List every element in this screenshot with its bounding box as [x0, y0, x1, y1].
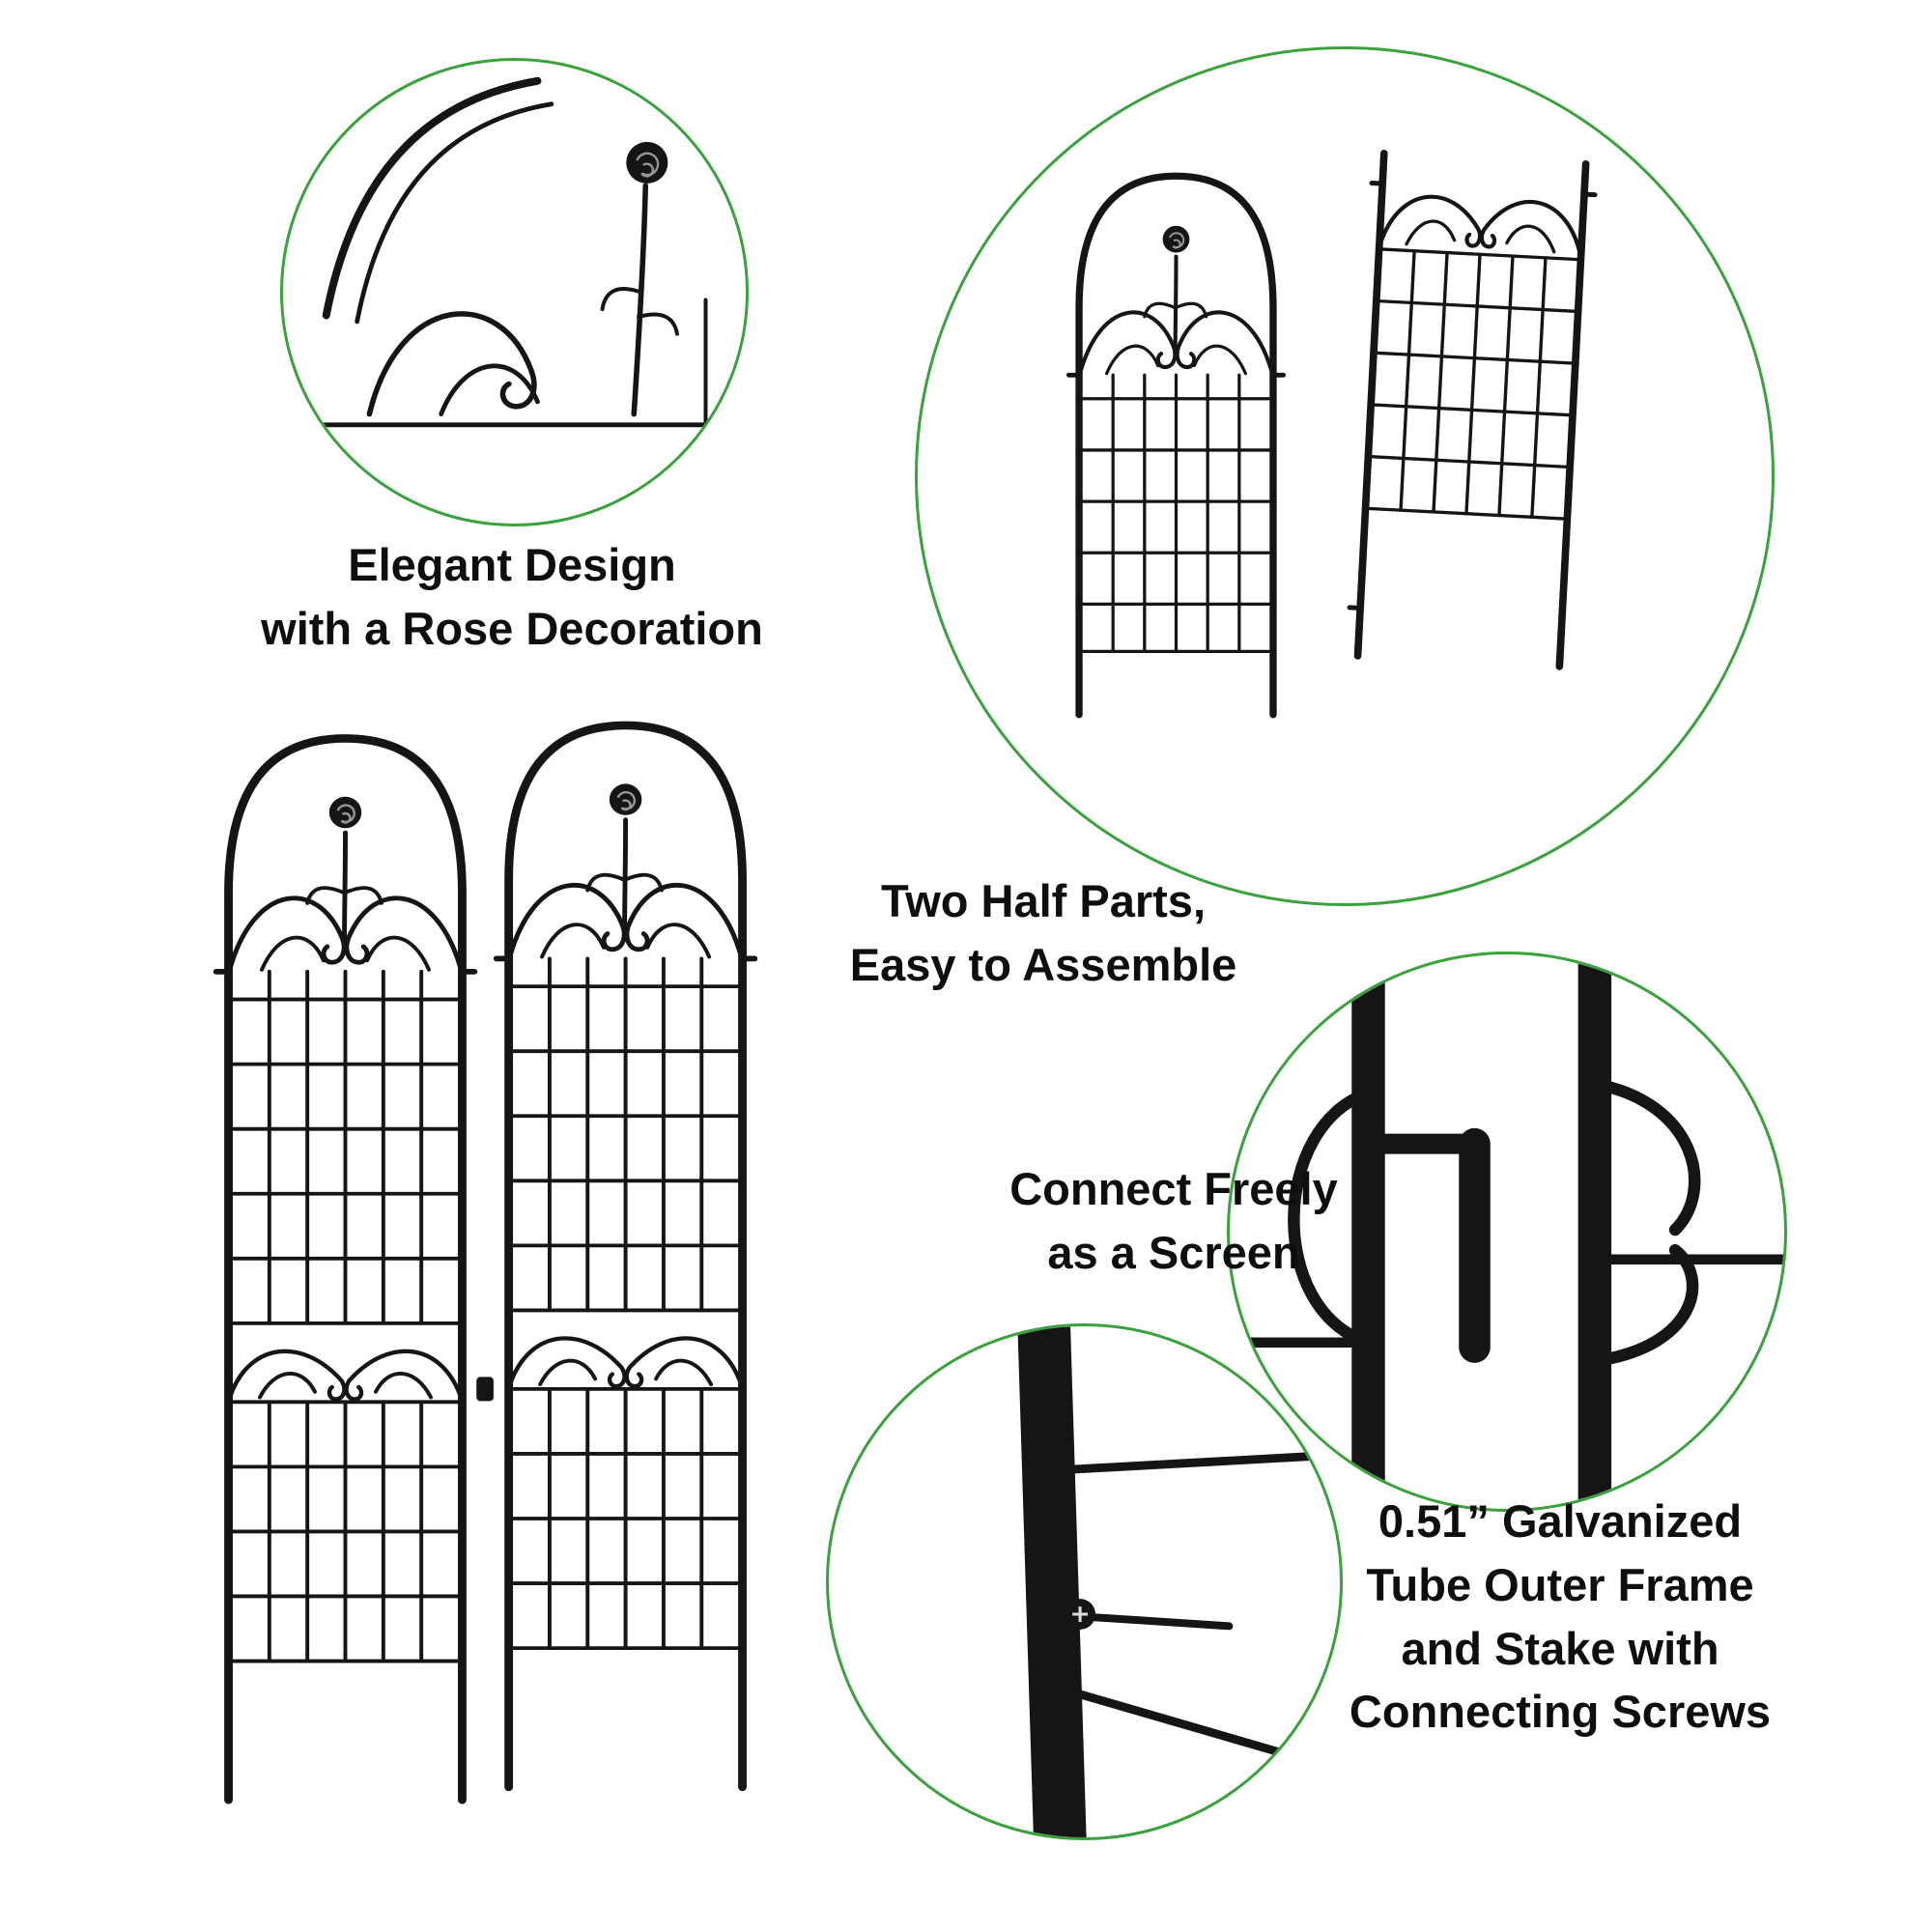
lower-half-drawing	[1332, 128, 1609, 732]
lower-half-figure	[1332, 128, 1609, 732]
connect-detail-callout	[1227, 952, 1787, 1512]
caption-line: Connecting Screws	[1349, 1686, 1772, 1738]
upper-half-drawing	[1058, 138, 1294, 723]
caption-two-halves: Two Half Parts, Easy to Assemble	[773, 869, 1314, 997]
double-trellis-drawing	[203, 681, 773, 1893]
caption-line: Easy to Assemble	[849, 938, 1237, 990]
caption-line: 0.51” Galvanized	[1378, 1495, 1743, 1547]
caption-line: Two Half Parts,	[880, 875, 1207, 926]
upper-half-figure	[1058, 138, 1294, 723]
rose-detail-callout	[280, 58, 749, 526]
rose-decoration-close-up-drawing	[283, 61, 746, 524]
caption-galvanized-tube: 0.51” Galvanized Tube Outer Frame and St…	[1285, 1490, 1835, 1744]
two-halves-callout	[915, 46, 1775, 906]
caption-line: Tube Outer Frame	[1366, 1558, 1754, 1610]
caption-line: Elegant Design	[348, 539, 676, 590]
tube-screw-close-up-drawing	[829, 1326, 1340, 1837]
caption-line: with a Rose Decoration	[261, 602, 763, 654]
caption-connect-freely: Connect Freely as a Screen	[908, 1157, 1439, 1285]
caption-elegant-design: Elegant Design with a Rose Decoration	[222, 533, 802, 661]
caption-line: Connect Freely	[1009, 1163, 1338, 1214]
main-trellis-figure	[203, 681, 773, 1893]
caption-line: and Stake with	[1401, 1622, 1719, 1674]
tube-detail-callout	[826, 1323, 1343, 1840]
caption-line: as a Screen	[1047, 1226, 1300, 1278]
panel-connector-clamp	[476, 1377, 494, 1402]
